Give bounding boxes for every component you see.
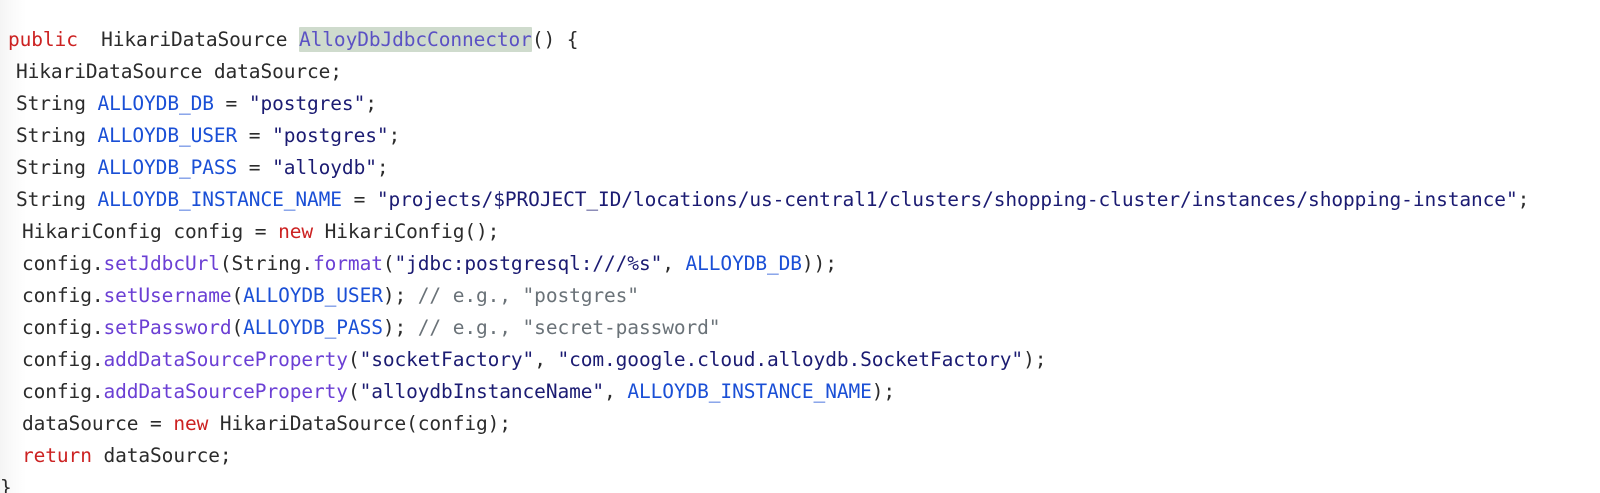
code-token-plain: String [16, 91, 98, 115]
code-token-plain: ); [382, 283, 418, 307]
code-token-plain: ( [231, 283, 244, 307]
code-token-string: "postgres" [272, 123, 389, 147]
code-line[interactable]: String ALLOYDB_USER = "postgres"; [0, 120, 1600, 152]
code-line[interactable]: config.addDataSourceProperty("alloydbIns… [0, 376, 1600, 408]
code-token-plain: ; [376, 155, 389, 179]
code-token-plain: String [16, 155, 98, 179]
code-token-plain: , [662, 251, 686, 275]
code-token-comment: // e.g., "postgres" [417, 283, 639, 307]
code-token-string: "jdbc:postgresql:///%s" [394, 251, 663, 275]
code-token-plain: ( [231, 315, 244, 339]
code-line[interactable]: config.addDataSourceProperty("socketFact… [0, 344, 1600, 376]
code-token-plain: ; [365, 91, 377, 115]
code-token-const: ALLOYDB_USER [243, 283, 383, 307]
code-token-plain: HikariDataSource dataSource; [16, 59, 342, 83]
code-line[interactable]: config.setPassword(ALLOYDB_PASS); // e.g… [0, 312, 1600, 344]
code-token-keyword: new [278, 219, 314, 243]
code-line[interactable]: } [0, 472, 1600, 493]
code-token-plain: ); [871, 379, 896, 403]
code-token-plain: config. [22, 251, 104, 275]
code-token-plain: () { [531, 27, 579, 51]
code-token-plain: = [341, 187, 377, 211]
code-token-const: ALLOYDB_INSTANCE_NAME [97, 187, 342, 211]
code-token-plain [78, 28, 101, 51]
code-token-plain: , [534, 347, 558, 371]
code-token-plain: ( [382, 251, 395, 275]
code-token-plain: ( [347, 347, 360, 371]
code-line[interactable]: HikariDataSource dataSource; [0, 56, 1600, 88]
code-token-string: "postgres" [248, 91, 366, 115]
code-token-plain: ; [388, 123, 401, 147]
code-token-plain: ); [382, 315, 418, 339]
code-line[interactable]: String ALLOYDB_DB = "postgres"; [0, 88, 1600, 120]
code-token-method: addDataSourceProperty [103, 379, 348, 403]
code-token-const: ALLOYDB_DB [685, 251, 803, 275]
code-token-const: ALLOYDB_DB [97, 91, 214, 115]
code-token-string: "alloydb" [272, 155, 377, 179]
code-token-plain: (String. [219, 251, 314, 275]
code-line[interactable]: public HikariDataSource AlloyDbJdbcConne… [0, 24, 1600, 56]
code-line[interactable]: dataSource = new HikariDataSource(config… [0, 408, 1600, 440]
code-token-type: HikariDataSource [101, 27, 300, 51]
code-token-plain: HikariDataSource(config); [208, 411, 511, 435]
code-token-method: addDataSourceProperty [103, 347, 348, 371]
code-line[interactable]: return dataSource; [0, 440, 1600, 472]
code-token-plain: ); [1023, 347, 1047, 371]
code-token-string: "com.google.cloud.alloydb.SocketFactory" [557, 347, 1024, 371]
code-token-plain: } [0, 475, 12, 493]
code-token-plain: )); [801, 251, 837, 275]
code-token-const: ALLOYDB_INSTANCE_NAME [627, 379, 872, 403]
code-token-plain: config. [22, 379, 104, 403]
code-token-plain: String [16, 187, 98, 211]
code-token-plain: ; [1517, 187, 1530, 211]
code-token-plain: config. [22, 315, 104, 339]
code-token-keyword: public [8, 27, 78, 51]
code-line[interactable]: config.setJdbcUrl(String.format("jdbc:po… [0, 248, 1600, 280]
code-line[interactable]: String ALLOYDB_INSTANCE_NAME = "projects… [0, 184, 1600, 216]
code-block[interactable]: public HikariDataSource AlloyDbJdbcConne… [0, 20, 1600, 493]
code-token-method: setUsername [103, 283, 232, 307]
code-token-string: "socketFactory" [359, 347, 535, 371]
code-token-plain: = [237, 123, 273, 147]
code-token-plain: ( [347, 379, 360, 403]
code-token-plain: dataSource = [22, 411, 174, 435]
code-token-const: ALLOYDB_USER [97, 123, 238, 147]
code-token-method: setPassword [103, 315, 232, 339]
code-token-plain: String [16, 123, 98, 147]
code-token-plain: , [604, 379, 628, 403]
code-token-string: "alloydbInstanceName" [359, 379, 605, 403]
code-token-method: format [313, 251, 383, 275]
code-token-keyword: return [22, 443, 92, 467]
code-token-string: "projects/$PROJECT_ID/locations/us-centr… [376, 187, 1518, 211]
code-token-plain: = [213, 91, 249, 115]
code-token-const: ALLOYDB_PASS [97, 155, 238, 179]
code-token-highlight: AlloyDbJdbcConnector [299, 26, 532, 52]
code-line[interactable]: HikariConfig config = new HikariConfig()… [0, 216, 1600, 248]
code-line[interactable]: config.setUsername(ALLOYDB_USER); // e.g… [0, 280, 1600, 312]
code-token-keyword: new [173, 411, 209, 435]
code-token-plain: HikariConfig config = [22, 219, 279, 243]
code-token-comment: // e.g., "secret-password" [417, 315, 721, 339]
code-token-plain: = [237, 155, 273, 179]
code-token-plain: config. [22, 347, 104, 371]
code-token-plain: config. [22, 283, 104, 307]
code-line[interactable]: String ALLOYDB_PASS = "alloydb"; [0, 152, 1600, 184]
code-token-method: setJdbcUrl [103, 251, 220, 275]
code-token-plain: HikariConfig(); [313, 219, 500, 243]
code-token-const: ALLOYDB_PASS [243, 315, 383, 339]
code-token-plain: dataSource; [91, 443, 232, 467]
